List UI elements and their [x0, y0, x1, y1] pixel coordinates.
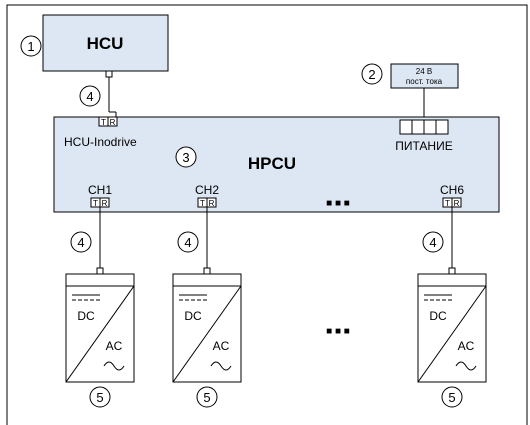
marker-number: 5 — [448, 390, 455, 405]
hpcu-label: HPCU — [248, 154, 296, 173]
port-t-label: T — [93, 199, 98, 208]
marker-circle — [70, 231, 92, 253]
power-voltage: 24 В — [416, 67, 432, 76]
marker-number: 5 — [203, 390, 210, 405]
port-t-label: T — [445, 199, 450, 208]
channel-group: CH1TR4TRDCAC5CH2TR4TRDCAC5CH6TR4TRDCAC5 — [65, 183, 487, 408]
channel-2: CH2TR4TRDCAC5 — [172, 183, 242, 408]
marker-hcu: 1 — [20, 35, 42, 57]
power-connector — [399, 119, 449, 135]
marker-number: 5 — [96, 390, 103, 405]
marker-converter: 5 — [441, 386, 463, 408]
dc-label: DC — [429, 309, 447, 323]
converter-box — [65, 273, 135, 383]
converter-diagonal — [65, 285, 135, 383]
marker-hpcu: 3 — [175, 146, 197, 168]
hcu-connector — [105, 70, 113, 78]
marker-circle — [79, 85, 101, 107]
ac-sine-icon — [210, 361, 232, 371]
channel-label: CH6 — [440, 183, 464, 197]
converter-ellipsis: ■ ■ ■ — [326, 326, 350, 337]
ac-label: AC — [213, 339, 230, 353]
power-pin — [423, 119, 437, 135]
channel-1: CH1TR4TRDCAC5 — [65, 183, 135, 408]
power-type: пост. тока — [406, 77, 443, 86]
marker-number: 2 — [368, 67, 375, 82]
ac-sine-icon — [455, 361, 477, 371]
marker-number: 1 — [27, 39, 34, 54]
converter-box — [417, 273, 487, 383]
power-pin — [399, 119, 413, 135]
hcu-label: HCU — [87, 34, 124, 53]
marker-channel-link: 4 — [177, 231, 199, 253]
channel-3: CH6TR4TRDCAC5 — [417, 183, 487, 408]
marker-circle — [89, 386, 111, 408]
hcu-unit: HCU — [42, 14, 169, 72]
marker-circle — [196, 386, 218, 408]
ac-sine-icon — [103, 361, 125, 371]
port-t-label: T — [101, 118, 106, 127]
power-connector-label: ПИТАНИЕ — [395, 139, 452, 153]
dc-label: DC — [77, 309, 95, 323]
port-r-label: R — [110, 118, 116, 127]
hcu-inodrive-label: HCU-Inodrive — [64, 135, 137, 149]
port-r — [206, 197, 217, 208]
converter-diagonal — [417, 285, 487, 383]
marker-circle — [20, 35, 42, 57]
marker-circle — [422, 231, 444, 253]
dc-label: DC — [184, 309, 202, 323]
marker-number: 4 — [77, 235, 84, 250]
port-hcu-inodrive: T R — [98, 116, 118, 127]
marker-circle — [177, 231, 199, 253]
port-r — [107, 116, 118, 127]
port-r — [99, 197, 110, 208]
marker-circle — [361, 63, 383, 85]
channel-label: CH1 — [88, 183, 112, 197]
marker-number: 4 — [429, 235, 436, 250]
ac-label: AC — [458, 339, 475, 353]
marker-channel-link: 4 — [422, 231, 444, 253]
port-r-label: R — [454, 199, 460, 208]
power-pin — [435, 119, 449, 135]
marker-number: 4 — [184, 235, 191, 250]
ac-label: AC — [106, 339, 123, 353]
channel-label: CH2 — [195, 183, 219, 197]
converter-diagonal — [172, 285, 242, 383]
power-supply-box: 24 В пост. тока — [390, 63, 459, 89]
hpcu-ellipsis: ■ ■ ■ — [326, 198, 350, 209]
marker-converter: 5 — [89, 386, 111, 408]
power-pin — [411, 119, 425, 135]
marker-channel-link: 4 — [70, 231, 92, 253]
marker-circle — [441, 386, 463, 408]
marker-converter: 5 — [196, 386, 218, 408]
converter-box — [172, 273, 242, 383]
marker-hcu-link: 4 — [79, 85, 101, 107]
marker-circle — [175, 146, 197, 168]
marker-number: 4 — [86, 89, 93, 104]
port-t-label: T — [200, 199, 205, 208]
port-r-label: R — [102, 199, 108, 208]
port-r — [451, 197, 462, 208]
port-r-label: R — [209, 199, 215, 208]
diagram-frame — [6, 4, 528, 425]
marker-power: 2 — [361, 63, 383, 85]
marker-number: 3 — [182, 150, 189, 165]
